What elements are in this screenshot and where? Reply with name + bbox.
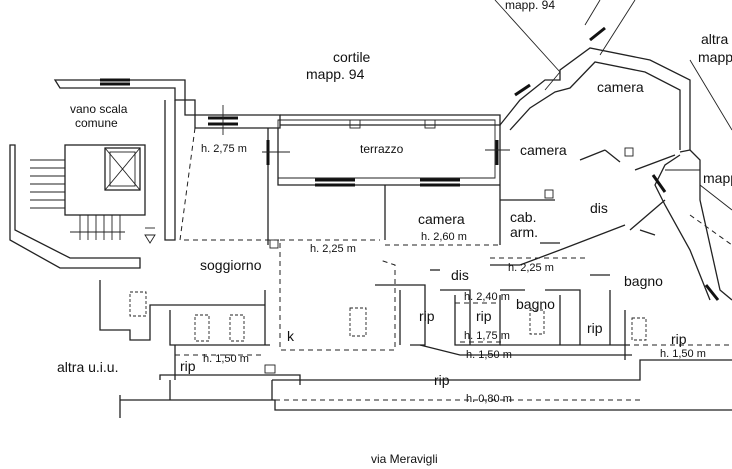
terrace-posts xyxy=(264,119,634,374)
height-225-b: h. 2,25 m xyxy=(508,262,554,274)
cab-label: cab. xyxy=(510,209,536,225)
height-225-a: h. 2,25 m xyxy=(310,243,356,255)
height-260: h. 2,60 m xyxy=(421,231,467,243)
camera-center-label: camera xyxy=(418,211,465,227)
height-150-b: h. 1,50 m xyxy=(466,349,512,361)
mapp-right-label: mapp xyxy=(703,170,732,186)
top-mapp-label: mapp. 94 xyxy=(505,0,555,12)
arm-label: arm. xyxy=(510,224,538,240)
cortile-mapp-label: mapp. 94 xyxy=(306,66,365,82)
altra-top-label: altra xyxy=(701,31,728,47)
dis-center-label: dis xyxy=(451,267,469,283)
bagno-center-label: bagno xyxy=(516,296,555,312)
bagno-right-label: bagno xyxy=(624,273,663,289)
height-150-c: h. 1,50 m xyxy=(660,348,706,360)
rip-label-3: rip xyxy=(587,320,603,336)
height-080: h. 0,80 m xyxy=(466,393,512,405)
height-240: h. 2,40 m xyxy=(464,291,510,303)
interior-walls xyxy=(169,149,676,380)
altra-uiu-label: altra u.i.u. xyxy=(57,359,118,375)
rip-bottom-label: rip xyxy=(434,372,450,388)
height-labels: h. 2,75 m h. 2,25 m h. 2,60 m h. 2,25 m … xyxy=(201,143,706,405)
height-175: h. 1,75 m xyxy=(464,330,510,342)
rip-label-2: rip xyxy=(476,308,492,324)
room-labels: mapp. 94 cortile mapp. 94 altra mapp van… xyxy=(57,0,732,466)
windows xyxy=(100,26,720,301)
comune-label: comune xyxy=(75,116,118,130)
camera-mid-label: camera xyxy=(520,142,567,158)
via-label: via Meravigli xyxy=(371,452,438,466)
height-lines xyxy=(175,127,732,401)
k-label: k xyxy=(287,328,295,344)
dis-right-label: dis xyxy=(590,200,608,216)
soggiorno-label: soggiorno xyxy=(200,257,262,273)
mapp-top-right-label: mapp xyxy=(698,49,732,65)
cortile-label: cortile xyxy=(333,49,371,65)
rip-label-1: rip xyxy=(419,308,435,324)
vano-scala-label: vano scala xyxy=(70,102,128,116)
neighbor-boundaries xyxy=(494,0,732,211)
height-275: h. 2,75 m xyxy=(201,143,247,155)
outer-walls xyxy=(9,47,732,418)
camera-top-label: camera xyxy=(597,79,644,95)
height-150-a: h. 1,50 m xyxy=(203,353,249,365)
fixtures xyxy=(129,291,647,342)
rip-left-label: rip xyxy=(180,358,196,374)
rip-label-4: rip xyxy=(671,331,687,347)
terrazzo-label: terrazzo xyxy=(360,142,404,156)
stair-core xyxy=(30,144,156,244)
